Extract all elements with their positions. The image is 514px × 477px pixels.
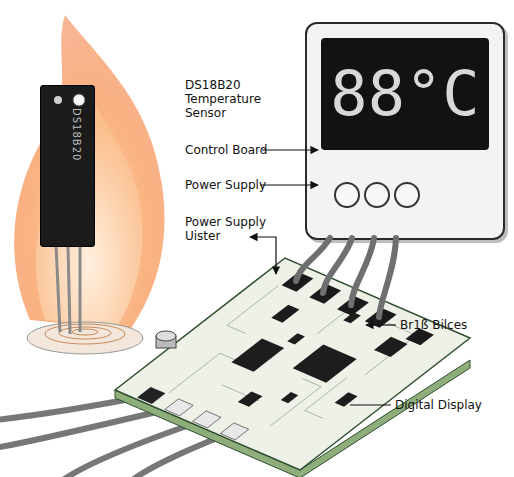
heat-ring xyxy=(72,329,98,335)
chip xyxy=(271,305,299,323)
cable xyxy=(351,238,374,305)
temperature-sensor: DS18B20 xyxy=(40,85,95,247)
chip xyxy=(238,391,263,406)
display-readout: 88°C xyxy=(321,38,489,150)
capacitor-top xyxy=(156,331,176,341)
capacitor xyxy=(156,331,176,348)
cable xyxy=(323,238,352,293)
display-buttons xyxy=(335,183,419,207)
pin xyxy=(56,245,60,332)
chip-marking: DS18B20 xyxy=(71,108,82,161)
chip xyxy=(374,337,408,357)
leader-line xyxy=(262,149,318,150)
callout-label: Power Supply Uister xyxy=(185,215,271,243)
callout-label: Control Board xyxy=(185,143,275,157)
cable xyxy=(379,238,396,317)
traces xyxy=(151,279,426,445)
chip xyxy=(287,333,305,344)
connector xyxy=(282,272,314,292)
control-board xyxy=(115,258,470,470)
connector xyxy=(309,284,341,304)
connector xyxy=(165,399,193,416)
display-cables xyxy=(296,238,396,317)
flame xyxy=(14,15,164,330)
button xyxy=(395,183,419,207)
flame-outer xyxy=(14,15,164,330)
button xyxy=(335,183,359,207)
chip xyxy=(293,344,357,382)
heat-ring xyxy=(59,327,111,339)
chip xyxy=(231,338,284,371)
base-disc xyxy=(27,322,143,354)
sensor-dot xyxy=(54,96,62,104)
sensor-pins xyxy=(56,245,80,334)
heat-ring xyxy=(45,324,125,344)
button xyxy=(365,183,389,207)
leader-lines xyxy=(250,150,396,405)
sensor-dot xyxy=(73,94,85,106)
callout-label: Power Supply xyxy=(185,178,275,192)
callout-label: DS18B20 Temperature Sensor xyxy=(185,78,303,120)
leader-line xyxy=(366,324,396,325)
leader-line xyxy=(260,184,318,185)
connector xyxy=(365,308,397,328)
digital-display: 88°C xyxy=(305,22,505,240)
heat-base xyxy=(27,322,143,354)
cable xyxy=(296,238,330,281)
leader-line xyxy=(250,237,276,274)
pin xyxy=(79,245,82,332)
chip xyxy=(281,392,299,403)
connector xyxy=(193,411,221,428)
leader-line xyxy=(350,404,391,405)
connector xyxy=(337,296,369,316)
pin xyxy=(68,245,70,334)
callout-label: Digital Display xyxy=(395,398,505,412)
sensor-icon xyxy=(54,94,85,106)
connector xyxy=(137,387,165,404)
connector xyxy=(220,423,248,440)
callout-label: Br1ß Bilces xyxy=(400,318,500,332)
chip xyxy=(335,392,358,407)
pcb xyxy=(115,258,470,470)
